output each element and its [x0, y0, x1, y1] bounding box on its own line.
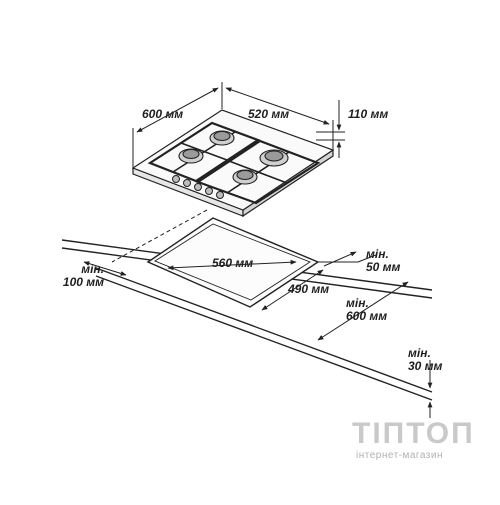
label-min-front-value: 600 мм — [346, 309, 388, 323]
burner-front-left — [178, 148, 204, 164]
label-min-back-value: 50 мм — [366, 260, 401, 274]
label-min-front: мін. 600 мм — [346, 297, 387, 323]
label-min-back-prefix: мін. — [366, 247, 389, 261]
label-min-left: мін. 100 мм — [52, 263, 104, 289]
dim-line-560 — [167, 259, 297, 271]
label-min-front-prefix: мін. — [346, 296, 369, 310]
knob-1 — [172, 175, 180, 183]
dim-line-min-100 — [83, 261, 127, 276]
label-min-below-prefix: мін. — [408, 346, 431, 360]
dim-line-520 — [225, 87, 330, 125]
watermark-subtitle: інтернет-магазин — [356, 450, 444, 461]
dim-line-490 — [261, 269, 324, 311]
hob-drawing — [131, 109, 335, 218]
label-hob-height: 110 мм — [348, 107, 389, 121]
label-min-below: мін. 30 мм — [408, 347, 442, 373]
cutout-dimension-lines — [83, 251, 433, 418]
countertop-front-edge-2 — [95, 275, 433, 401]
grate-right — [195, 139, 321, 205]
dim-line-600 — [136, 87, 219, 133]
dim-line-min-600 — [317, 281, 409, 341]
knob-3 — [194, 183, 202, 191]
label-min-back: мін. 50 мм — [366, 248, 400, 274]
knob-4 — [205, 187, 213, 195]
watermark-name: ТІПТОП — [352, 417, 475, 450]
dim-line-min-50 — [323, 251, 357, 267]
label-min-left-prefix: мін. — [81, 262, 104, 276]
knob-5 — [216, 191, 224, 199]
burner-front-right — [232, 169, 258, 185]
label-hob-width: 520 мм — [248, 107, 290, 121]
burner-back-left — [209, 130, 235, 146]
hob-dimension-lines — [111, 82, 345, 263]
burners — [178, 130, 289, 185]
cutout-inner — [154, 223, 311, 301]
knob-2 — [183, 179, 191, 187]
label-min-below-value: 30 мм — [408, 359, 443, 373]
label-cutout-depth: 490 мм — [288, 282, 330, 296]
store-watermark: ТІПТОП інтернет-магазин — [352, 417, 475, 462]
label-hob-depth: 600 мм — [142, 107, 184, 121]
burner-back-right — [259, 149, 289, 167]
countertop-front-edge-1 — [95, 267, 433, 393]
label-cutout-width: 560 мм — [212, 256, 254, 270]
label-min-left-value: 100 мм — [62, 275, 104, 289]
grate-left — [147, 121, 261, 183]
control-knobs — [172, 175, 224, 199]
